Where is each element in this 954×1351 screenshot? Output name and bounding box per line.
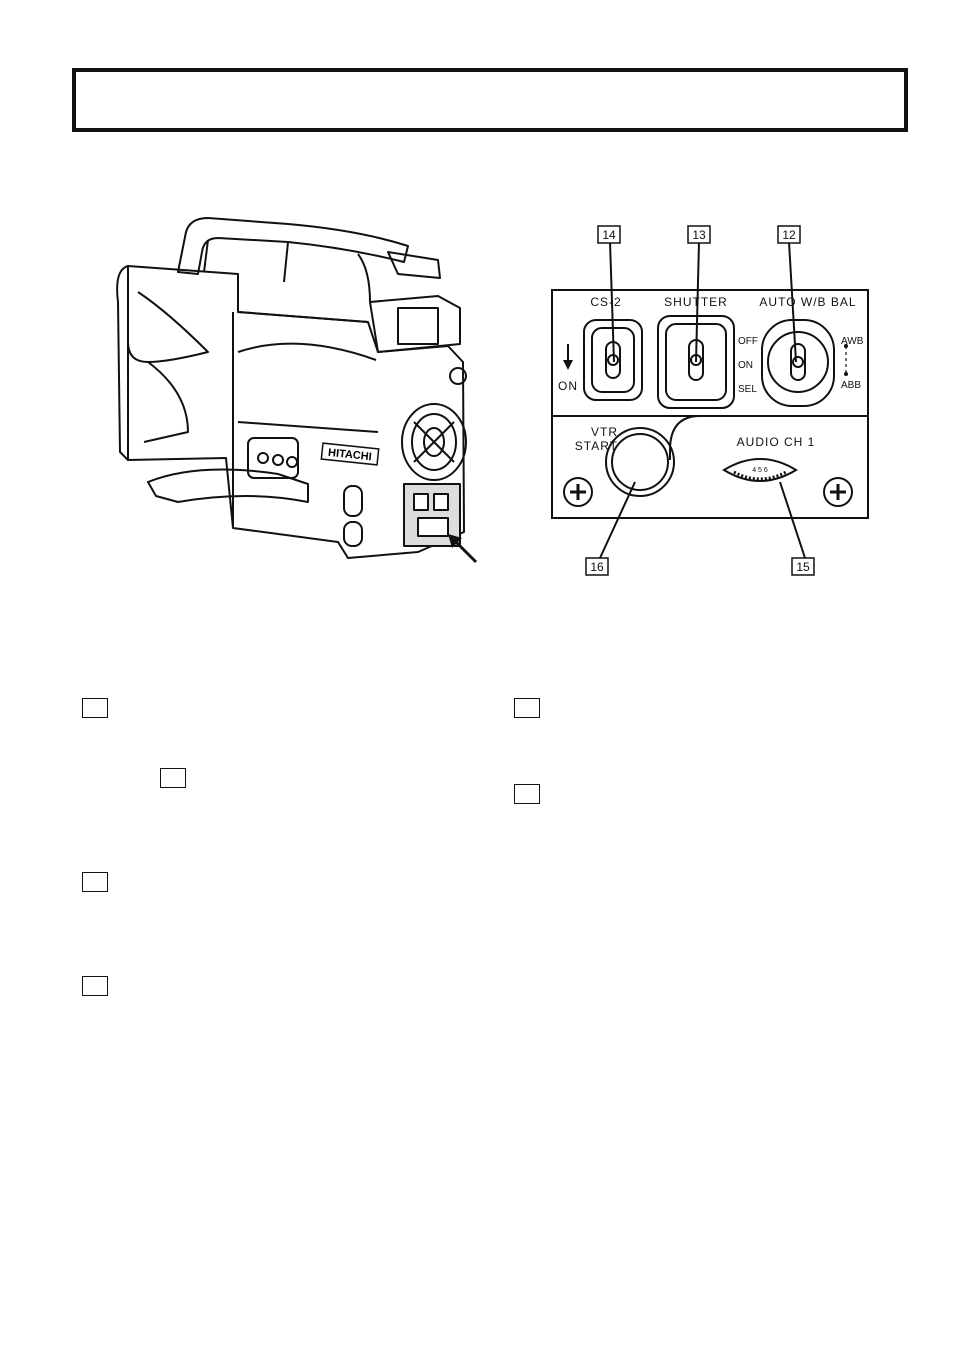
ref-box-1 <box>82 698 108 718</box>
audio-ch1-label: AUDIO CH 1 <box>737 435 816 449</box>
camera-brand-label: HITACHI <box>327 447 372 464</box>
ref-box-6 <box>514 784 540 804</box>
shutter-sel-label: SEL <box>738 384 757 395</box>
shutter-off-label: OFF <box>738 336 758 347</box>
start-label: START <box>575 439 618 453</box>
shutter-label: SHUTTER <box>664 295 728 309</box>
callout-15: 15 <box>796 560 810 574</box>
awb-label: AWB <box>841 336 864 347</box>
callout-14: 14 <box>602 228 616 242</box>
callout-16: 16 <box>590 560 604 574</box>
shutter-on-label: ON <box>738 360 753 371</box>
on-arrow-label: ON <box>558 379 578 393</box>
camera-illustration: HITACHI <box>116 217 478 564</box>
callout-13: 13 <box>692 228 706 242</box>
callout-12: 12 <box>782 228 796 242</box>
audio-dial-scale: 4 5 6 <box>752 467 768 474</box>
control-panel-illustration: 14 13 12 16 15 CS-2 SHUTTER AUTO W/B BAL… <box>551 225 869 576</box>
vtr-label: VTR <box>591 425 618 439</box>
ref-box-2 <box>160 768 186 788</box>
cs2-label: CS-2 <box>590 295 621 309</box>
page-title-box <box>72 68 908 132</box>
ref-box-5 <box>514 698 540 718</box>
ref-box-4 <box>82 976 108 996</box>
abb-label: ABB <box>841 380 861 391</box>
ref-box-3 <box>82 872 108 892</box>
auto-wb-bal-label: AUTO W/B BAL <box>759 295 856 309</box>
